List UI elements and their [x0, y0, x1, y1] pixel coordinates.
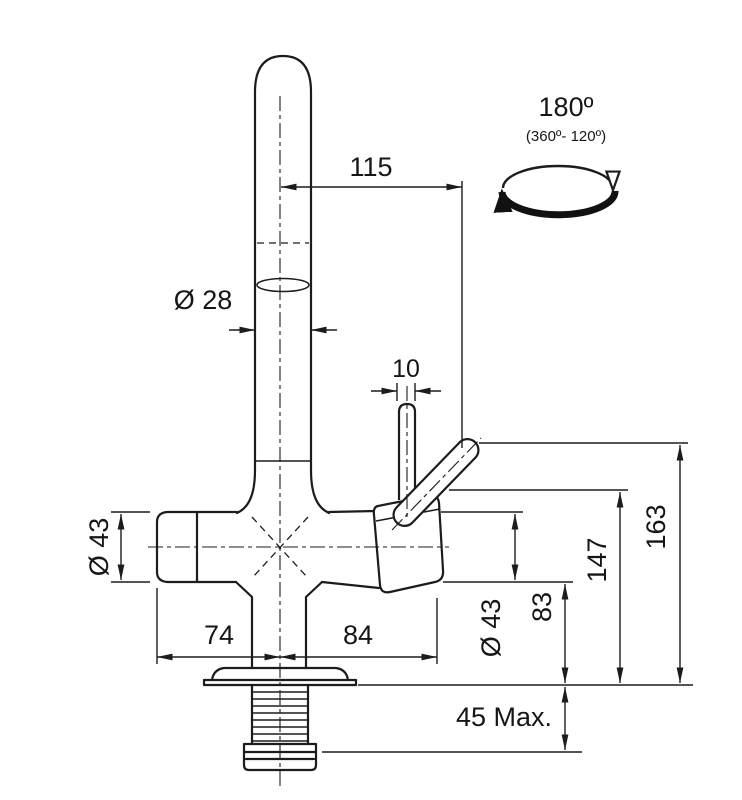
valve-diameter-label: Ø 43: [476, 599, 506, 658]
outlet-height-label: 83: [527, 592, 557, 622]
rotation-arc-outline-arrow: [501, 164, 613, 188]
aerator-window: [256, 277, 310, 293]
dimension-lines: [111, 181, 693, 753]
base-offset-extensions: [156, 588, 438, 664]
lever-width-label: 10: [392, 355, 420, 383]
spout-reach-label: 115: [349, 152, 392, 182]
lever-width-extensions: [396, 383, 416, 401]
counter-thickness-label: 45 Max.: [456, 702, 552, 732]
base-offset-left-label: 74: [204, 620, 234, 650]
body-top-edge: [195, 509, 378, 514]
faucet-outline: [148, 54, 482, 786]
rotation-detail-label: (360º- 120º): [526, 128, 606, 145]
base-offset-right-label: 84: [343, 620, 373, 650]
spout-pipe: [253, 54, 313, 472]
body-dia-extensions: [111, 511, 150, 583]
spout-diameter-label: Ø 28: [174, 285, 233, 315]
total-height-label: 163: [641, 504, 671, 549]
lever-axis-centerline: [391, 437, 482, 531]
rotation-arc-solid-arrow: [493, 188, 619, 219]
dimension-labels: 115 180º (360º- 120º) Ø 28 10 Ø 43 74 84…: [84, 92, 671, 732]
lever-handle: [392, 438, 480, 527]
mounting-column: [234, 580, 324, 670]
rotation-symbol: [493, 164, 619, 219]
spout-flares: [235, 468, 331, 515]
valve-dia-extensions: [441, 511, 573, 583]
junction-dashes: [251, 516, 309, 578]
rotation-angle-label: 180º: [539, 92, 594, 122]
body-diameter-label: Ø 43: [84, 518, 114, 577]
body-bottom-edge: [195, 580, 381, 590]
body-height-label: 147: [582, 537, 612, 582]
